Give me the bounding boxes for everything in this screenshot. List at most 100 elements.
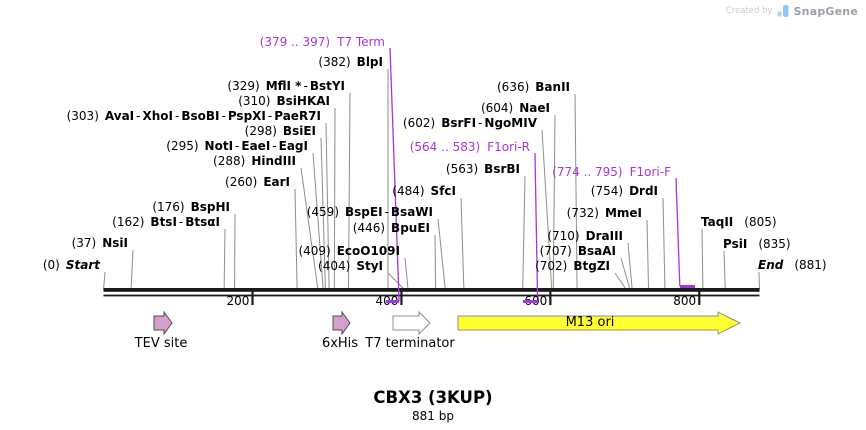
site-label-bpuei[interactable]: (446) BpuEI: [353, 222, 430, 235]
site-position: (409): [298, 244, 331, 258]
enzyme-name: BsrBI: [484, 162, 520, 176]
enzyme-name: BsaWI: [390, 205, 433, 219]
site-position: (459): [306, 205, 340, 219]
site-label-styi[interactable]: (404) StyI: [318, 260, 383, 273]
enzyme-name: XhoI: [142, 109, 173, 123]
site-label-btgzi[interactable]: (702)BtgZI: [535, 260, 610, 273]
site-label-noti[interactable]: (295)NotI-EaeI-EagI: [166, 140, 308, 153]
site-position: (382): [318, 55, 351, 69]
site-position: (310): [238, 94, 271, 108]
enzyme-name: NotI: [204, 139, 234, 153]
site-label-bsphi[interactable]: (176)BspHI: [152, 201, 230, 214]
feature-arrow-tev-site[interactable]: [153, 310, 173, 336]
enzyme-name: BtsI: [150, 215, 177, 229]
site-position: (37): [71, 236, 97, 250]
region-extent-bar-f1ori-r: [523, 300, 538, 303]
enzyme-name: DraIII: [585, 229, 623, 243]
site-leader-line: [387, 272, 405, 290]
site-label-bsrfi[interactable]: (602)BsrFI-NgoMIV: [403, 117, 537, 130]
region-leader-line: [389, 47, 400, 302]
site-label-bsihkai[interactable]: (310) BsiHKAI: [238, 95, 330, 108]
site-name-separator: -: [235, 139, 240, 153]
site-position: (329): [227, 79, 260, 93]
site-position: (710): [547, 229, 580, 243]
enzyme-name: PspXI: [227, 109, 266, 123]
site-label-mfli[interactable]: (329)MflI *-BstYI: [227, 80, 345, 93]
region-label-f1ori-r[interactable]: (564 .. 583) F1ori-R: [410, 141, 530, 154]
site-label-hindiii[interactable]: (288)HindIII: [213, 155, 296, 168]
site-leader-line: [223, 228, 226, 290]
feature-arrow-m13-ori[interactable]: [457, 311, 742, 335]
site-label-bsiei[interactable]: (298) BsiEI: [245, 125, 316, 138]
site-label-btsi[interactable]: (162)BtsI-BtsαI: [112, 216, 220, 229]
site-leader-line: [620, 257, 631, 290]
site-position: (604): [480, 101, 514, 115]
site-position: (260): [225, 175, 258, 189]
sequence-line: [103, 288, 760, 292]
feature-arrow-t7-terminator[interactable]: [392, 310, 431, 336]
site-label-start[interactable]: (0)Start: [43, 259, 100, 272]
site-label-bspei[interactable]: (459)BspEI-BsaWI: [307, 206, 433, 219]
site-leader-line: [437, 218, 446, 290]
region-name: F1ori-R: [487, 140, 530, 154]
site-label-banii[interactable]: (636)BanII: [497, 81, 570, 94]
site-label-blpi[interactable]: (382)BlpI: [318, 56, 383, 69]
region-label-f1ori-f[interactable]: (774 .. 795)F1ori-F: [552, 166, 671, 179]
site-leader-line: [662, 197, 666, 290]
site-label-draiii[interactable]: (710) DraIII: [547, 230, 623, 243]
region-range: (774 .. 795): [552, 165, 623, 179]
feature-label-m13-ori[interactable]: M13 ori: [565, 315, 615, 330]
site-label-end[interactable]: End(881): [758, 259, 827, 272]
site-label-bsaai[interactable]: (707)BsaAI: [540, 245, 616, 258]
site-name-separator: -: [272, 139, 277, 153]
site-position: (404): [318, 259, 351, 273]
sequence-line-lower: [103, 294, 760, 297]
site-leader-line: [627, 242, 633, 290]
site-leader-line: [294, 188, 298, 290]
snapgene-logo-icon: [777, 5, 789, 17]
feature-label-tev-site[interactable]: TEV site: [134, 336, 188, 351]
region-range: (564 .. 583): [409, 140, 481, 154]
site-label-sfci[interactable]: (484)SfcI: [392, 185, 456, 198]
site-label-nsii[interactable]: (37)NsiI: [72, 237, 128, 250]
enzyme-name: BpuEI: [391, 221, 430, 235]
site-position: (484): [392, 184, 425, 198]
site-label-taqii[interactable]: TaqII(805): [701, 216, 777, 229]
site-label-eari[interactable]: (260) EarI: [225, 176, 290, 189]
feature-arrow-6xhis[interactable]: [332, 310, 351, 336]
site-label-mmei[interactable]: (732)MmeI: [567, 207, 642, 220]
enzyme-name: BsaAI: [577, 244, 616, 258]
site-position: (298): [244, 124, 277, 138]
enzyme-name: MmeI: [604, 206, 642, 220]
feature-label-t7-terminator[interactable]: T7 terminator: [365, 336, 455, 351]
site-label-avai[interactable]: (303)AvaI-XhoI-BsoBI-PspXI-PaeR7I: [67, 110, 321, 123]
site-label-ecoo109i[interactable]: (409)EcoO109I: [298, 245, 400, 258]
site-leader-line: [320, 137, 326, 290]
enzyme-name: EarI: [263, 175, 290, 189]
site-position: (446): [352, 221, 386, 235]
region-name: T7 Term: [337, 35, 385, 49]
map-title: CBX3 (3KUP): [373, 388, 493, 407]
axis-tick-label: 200: [226, 293, 250, 308]
site-label-drdi[interactable]: (754)DrdI: [591, 185, 658, 198]
enzyme-name: BsiEI: [282, 124, 316, 138]
site-leader-line: [300, 167, 319, 290]
site-label-psii[interactable]: PsiI(835): [723, 238, 791, 251]
site-position: (835): [758, 237, 791, 251]
site-label-naei[interactable]: (604) NaeI: [481, 102, 550, 115]
enzyme-name: BsiHKAI: [276, 94, 331, 108]
enzyme-name: NaeI: [519, 101, 550, 115]
region-range: (379 .. 397): [259, 35, 331, 49]
site-label-bsrbi[interactable]: (563)BsrBI: [446, 163, 520, 176]
feature-label-6xhis[interactable]: 6xHis: [321, 336, 359, 351]
title-block: CBX3 (3KUP) 881 bp: [0, 388, 866, 423]
site-leader-line: [758, 271, 760, 290]
site-leader-line: [522, 175, 526, 290]
site-leader-line: [552, 114, 556, 290]
site-position: (805): [744, 215, 777, 229]
enzyme-name: MflI *: [265, 79, 302, 93]
region-label-t7-term[interactable]: (379 .. 397) T7 Term: [260, 36, 385, 49]
site-name-separator: -: [267, 109, 273, 123]
enzyme-name: StyI: [356, 259, 383, 273]
site-name-separator: -: [221, 109, 226, 123]
